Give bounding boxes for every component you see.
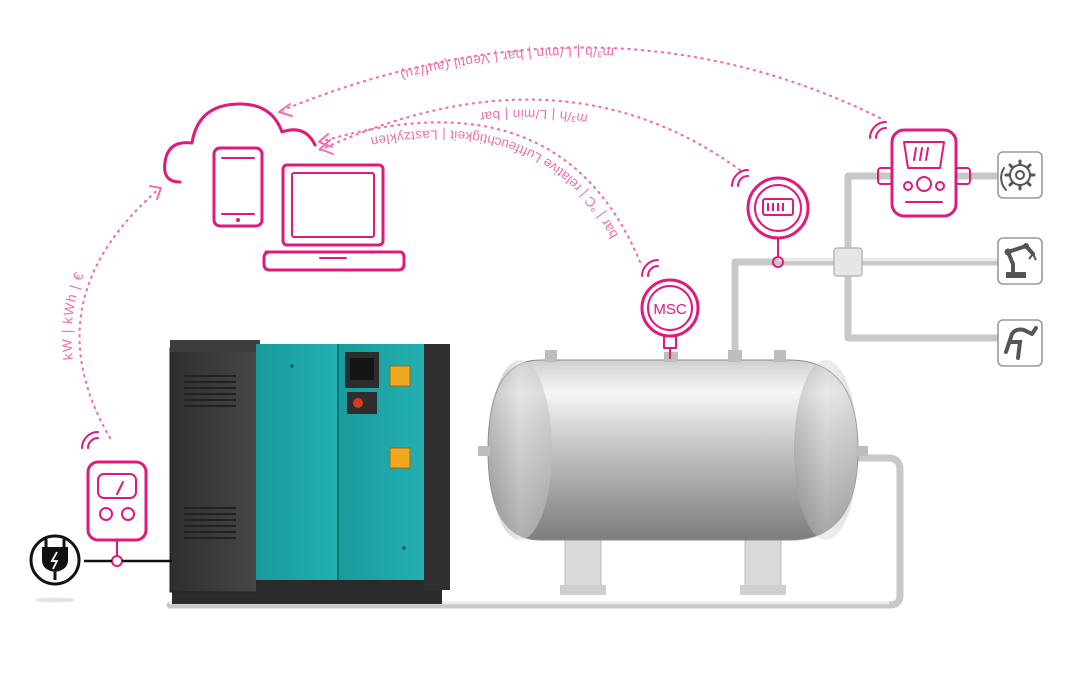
flow-meter-icon	[869, 121, 971, 218]
power-meter-icon	[86, 460, 148, 567]
msc-label: MSC	[653, 301, 687, 318]
pressure-gauge-icon	[731, 169, 810, 268]
wifi-signal-icon	[81, 431, 99, 449]
gear-icon	[997, 151, 1043, 199]
robot-arm-icon	[997, 237, 1043, 285]
air-receiver-tank	[478, 350, 868, 595]
msc-sensor-icon: MSC	[640, 259, 700, 359]
power-plug-icon	[29, 534, 81, 603]
smartphone-icon	[212, 146, 264, 228]
flow-label-air-consumption: m³/h | L/min | bar | Ventil (auf/zu)	[398, 44, 614, 83]
cloud-icon	[163, 102, 317, 184]
flow-label-msc-sensor: bar | °C | relative Luftfeuchtigkeit | L…	[369, 127, 621, 241]
flow-label-flow-meter: m³/h | L/min | bar	[479, 107, 589, 127]
laptop-icon	[262, 163, 406, 272]
pipe-junction	[833, 247, 863, 277]
air-compressor	[169, 340, 450, 604]
flow-label-power-meter: kW | kWh | €	[59, 270, 86, 361]
flow-labels: m³/h | L/min | bar | Ventil (auf/zu) m³/…	[59, 44, 620, 360]
data-flow-arcs	[78, 46, 882, 440]
air-gun-icon	[997, 319, 1043, 367]
